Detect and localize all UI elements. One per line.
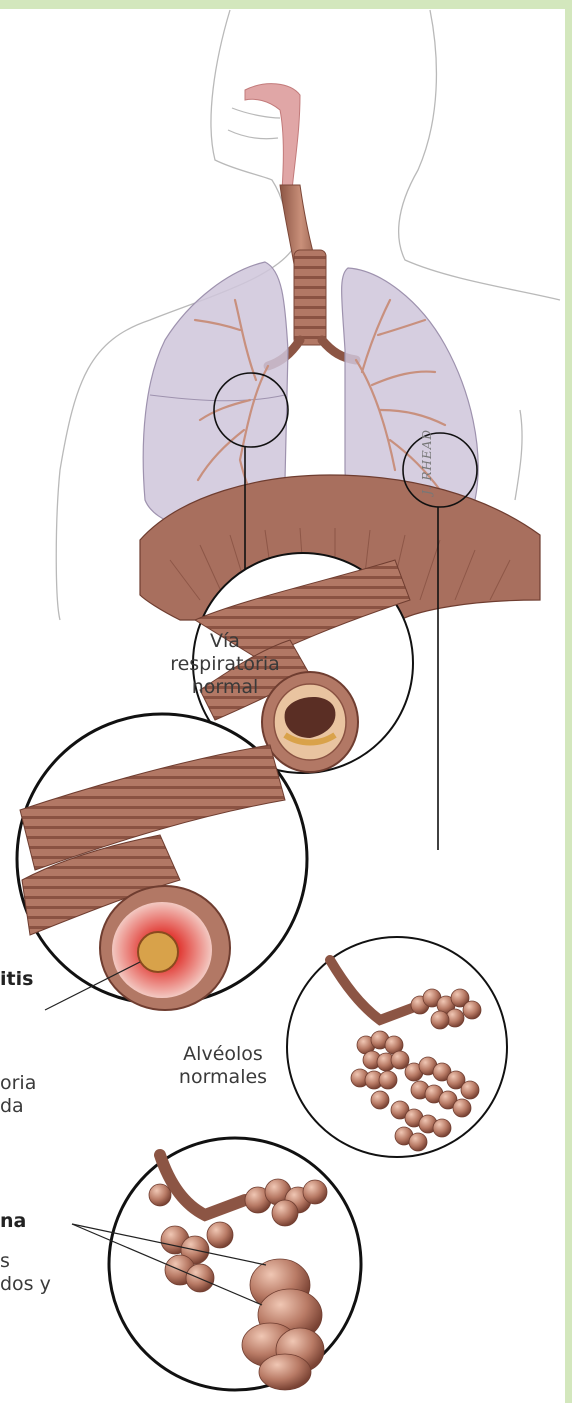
- normal-alveoli-label: Alvéolos normales: [148, 1043, 298, 1089]
- normal-alveoli-circle: [287, 937, 507, 1157]
- bronchitis-title-label: itis: [0, 968, 33, 991]
- normal-airway-text: Vía respiratoria normal: [170, 630, 280, 698]
- bronchitis-description-label: oria da: [0, 1072, 36, 1118]
- emphysema-circle: [72, 1138, 361, 1390]
- nasal-cavity: [228, 84, 300, 190]
- emphysema-description-label: s dos y: [0, 1250, 51, 1296]
- normal-airway-label: Vía respiratoria normal: [140, 630, 310, 699]
- normal-alveoli-text: Alvéolos normales: [179, 1043, 267, 1088]
- bronchitis-circle: [17, 714, 307, 1010]
- emphysema-title-label: na: [0, 1210, 26, 1233]
- artist-signature: J. RHEAD: [420, 429, 434, 495]
